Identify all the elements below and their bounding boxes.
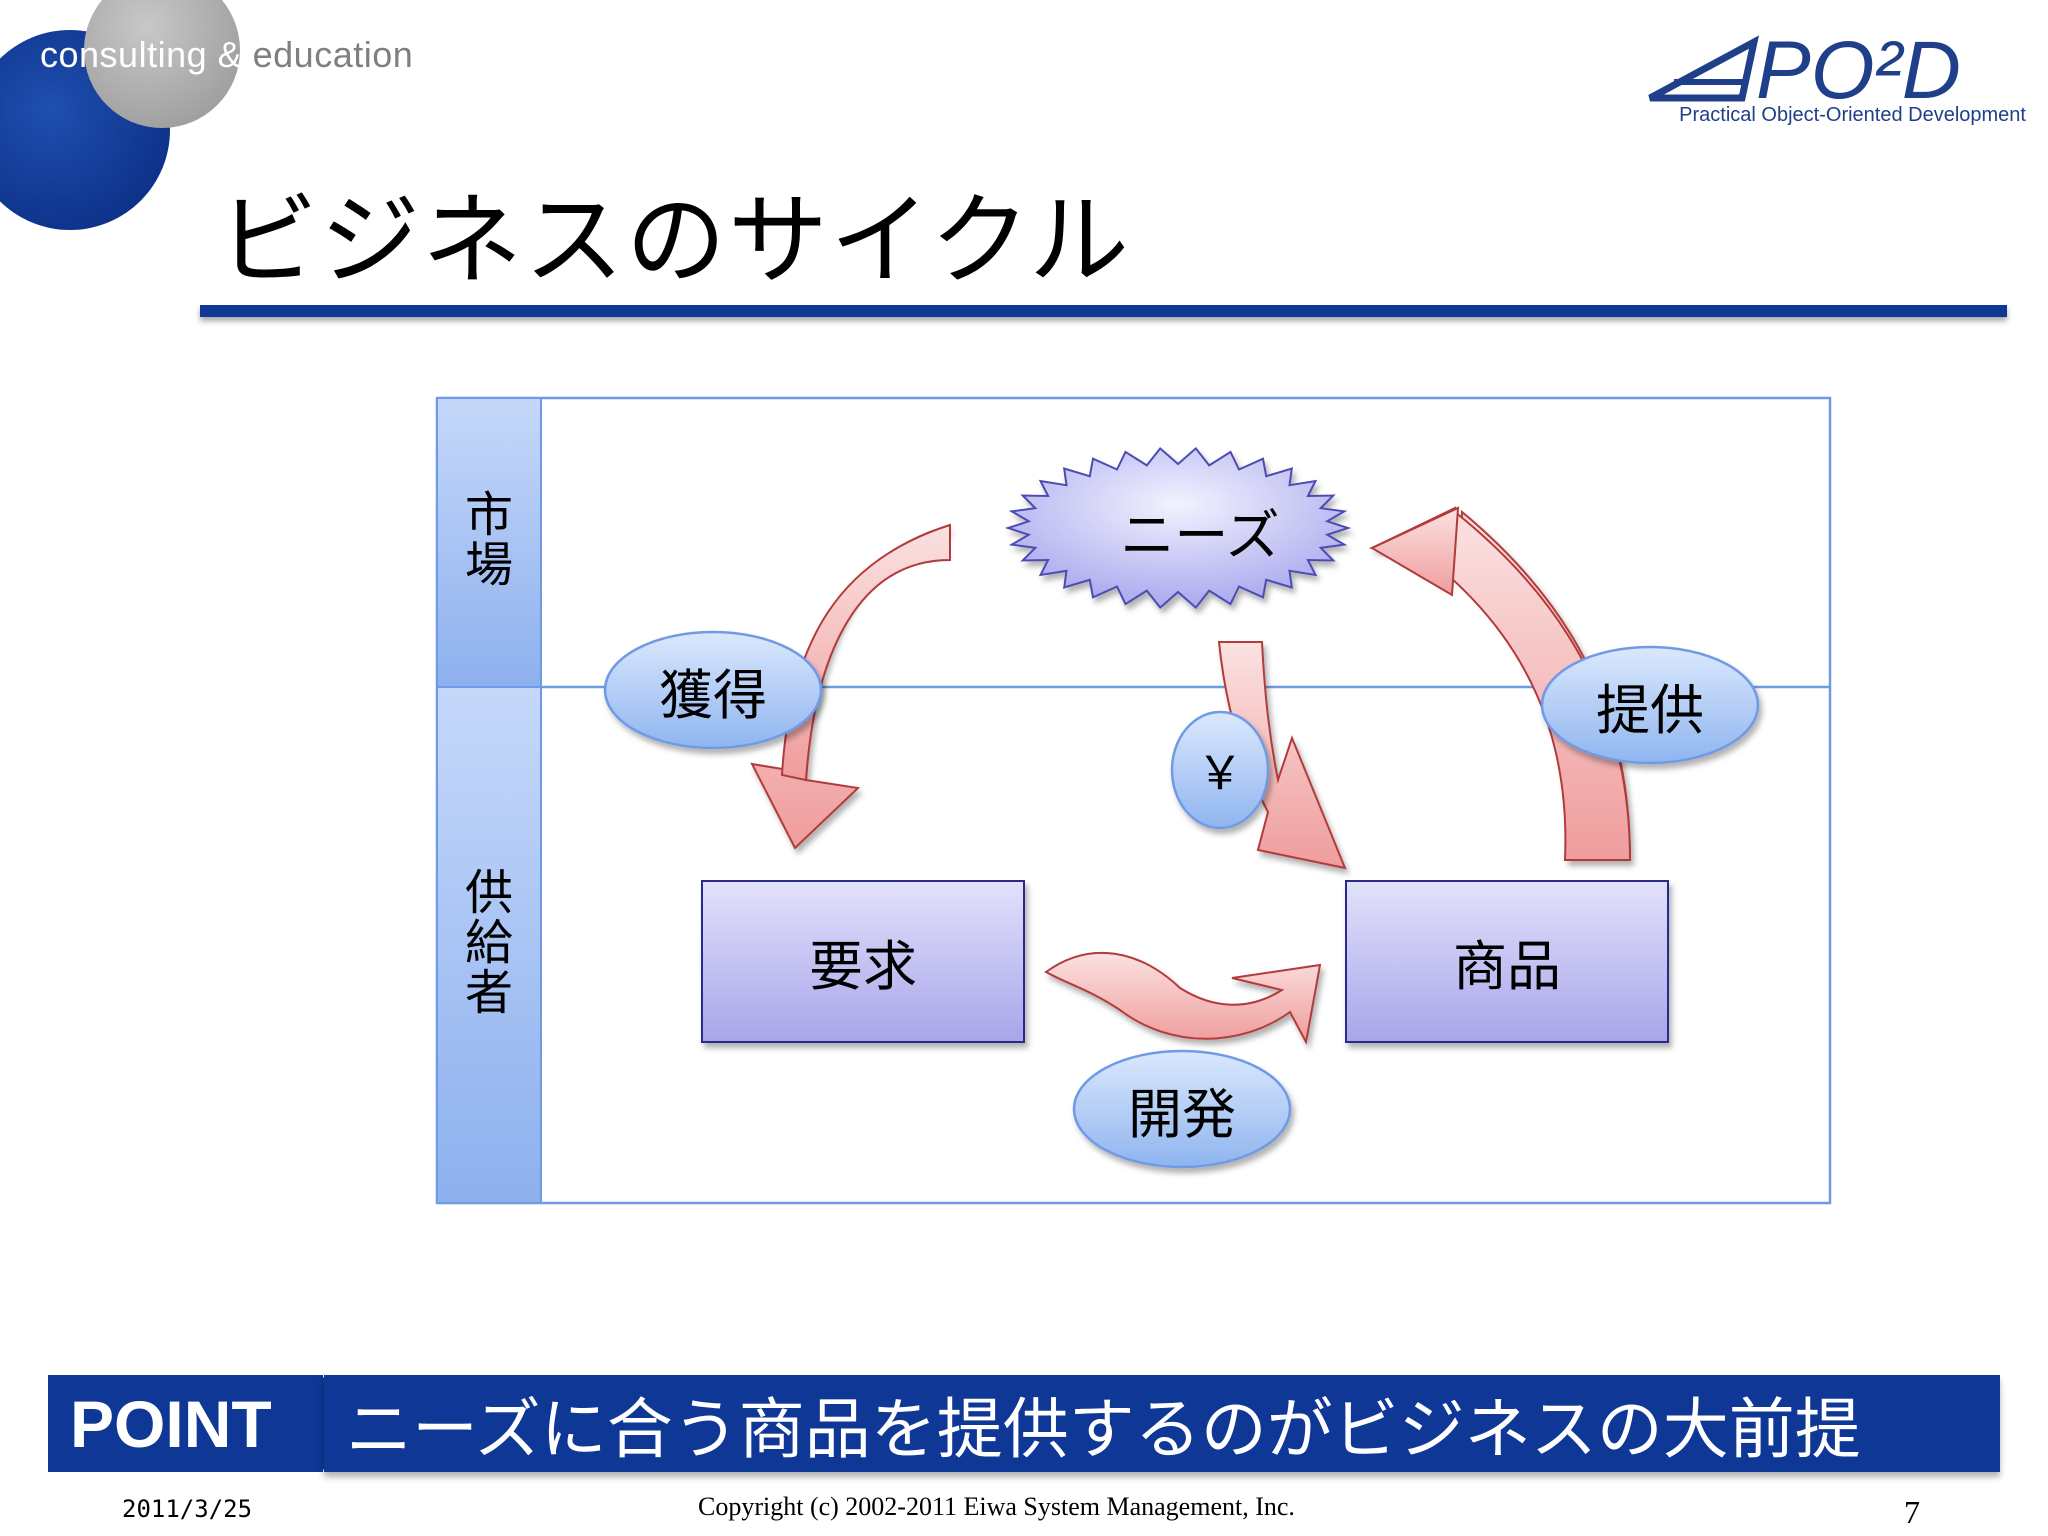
footer-date: 2011/3/25 bbox=[122, 1495, 253, 1523]
needs-label: ニーズ bbox=[1120, 503, 1280, 567]
brand-logo: PO²D bbox=[1648, 25, 1961, 116]
lane-supplier-char-3: 者 bbox=[464, 965, 513, 1021]
lane-market-char-1: 市 bbox=[464, 487, 513, 543]
requirement-label: 要求 bbox=[809, 935, 917, 998]
page-number: 7 bbox=[1904, 1494, 1920, 1530]
lane-supplier-char-1: 供 bbox=[464, 865, 513, 921]
requirement-node bbox=[701, 880, 1025, 1043]
money-ellipse bbox=[1170, 710, 1270, 830]
product-node bbox=[1345, 880, 1669, 1043]
product-label: 商品 bbox=[1453, 935, 1561, 998]
brand-subtitle: Practical Object-Oriented Development bbox=[1679, 104, 2026, 126]
develop-ellipse bbox=[1072, 1049, 1292, 1169]
money-label: ￥ bbox=[1197, 746, 1243, 800]
tagline-suffix: education bbox=[252, 34, 414, 75]
title-rule bbox=[200, 305, 2007, 317]
lane-header-supplier bbox=[436, 686, 542, 1204]
money-arrow bbox=[1217, 641, 1347, 870]
header-decoration bbox=[0, 0, 240, 230]
gray-circle bbox=[84, 0, 240, 128]
lane-supplier-char-2: 給 bbox=[464, 915, 513, 971]
tagline: consulting & education bbox=[40, 34, 413, 76]
point-message: ニーズに合う商品を提供するのがビジネスの大前提 bbox=[324, 1375, 2000, 1472]
page-title: ビジネスのサイクル bbox=[218, 182, 1131, 299]
lane-label-supplier: 供 給 者 bbox=[437, 868, 541, 1018]
provide-label: 提供 bbox=[1596, 678, 1704, 742]
tagline-prefix: consulting & bbox=[40, 34, 253, 75]
brand-triangle-icon bbox=[1648, 35, 1760, 102]
lane-label-market: 市 場 bbox=[437, 490, 541, 590]
lane-market-char-2: 場 bbox=[464, 537, 513, 593]
provide-arrowhead bbox=[1369, 506, 1460, 597]
brand-name: PO²D bbox=[1756, 25, 1961, 116]
acquire-arrow-body bbox=[780, 523, 951, 782]
footer-copyright: Copyright (c) 2002-2011 Eiwa System Mana… bbox=[698, 1492, 1295, 1521]
provide-ellipse bbox=[1540, 645, 1760, 765]
business-cycle-diagram bbox=[435, 396, 1832, 1205]
acquire-ellipse bbox=[603, 630, 823, 750]
acquire-label: 獲得 bbox=[659, 663, 767, 727]
develop-label: 開発 bbox=[1128, 1082, 1236, 1146]
develop-arrow bbox=[1044, 951, 1322, 1046]
needs-starburst bbox=[1004, 446, 1352, 610]
point-label: POINT bbox=[48, 1375, 323, 1472]
